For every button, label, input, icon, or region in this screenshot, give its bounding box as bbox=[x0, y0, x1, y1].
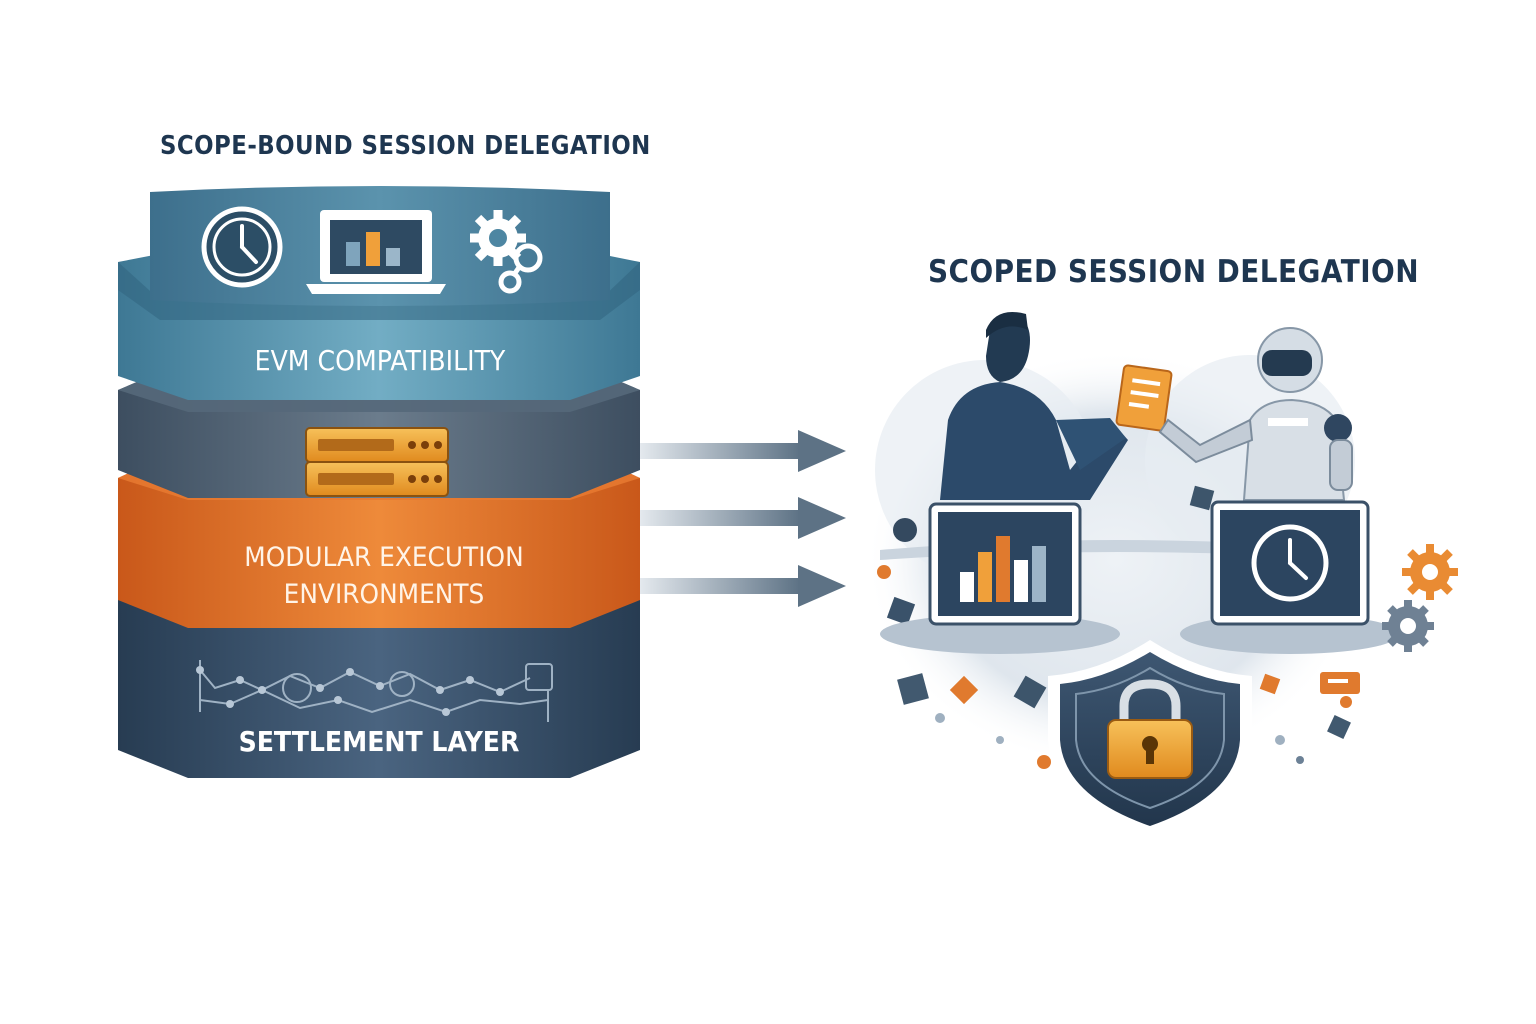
arrows bbox=[640, 430, 846, 607]
chart-monitor-icon bbox=[880, 502, 1120, 654]
top-panel bbox=[150, 186, 610, 306]
clock-monitor-icon bbox=[1180, 500, 1400, 654]
token-card-icon bbox=[1115, 364, 1173, 432]
arrow-1 bbox=[640, 430, 846, 472]
delegation-title: SCOPED SESSION DELEGATION bbox=[928, 254, 1420, 290]
arrow-2 bbox=[640, 497, 846, 539]
stack-title: SCOPE-BOUND SESSION DELEGATION bbox=[160, 131, 651, 161]
arrow-3 bbox=[640, 565, 846, 607]
evm-label: EVM COMPATIBILITY bbox=[255, 345, 506, 378]
gray-gear-icon bbox=[1382, 600, 1434, 652]
layer-stack: SETTLEMENT LAYER MODULAR EXECUTION ENVIR… bbox=[118, 186, 640, 778]
orange-gear-icon bbox=[1402, 544, 1458, 600]
settlement-label: SETTLEMENT LAYER bbox=[239, 726, 520, 759]
robot-icon bbox=[1158, 327, 1353, 501]
shield-lock-icon bbox=[1048, 640, 1252, 838]
modular-label-line2: ENVIRONMENTS bbox=[284, 579, 485, 610]
clock-icon bbox=[201, 206, 283, 288]
server-icon bbox=[305, 427, 449, 497]
modular-label-line1: MODULAR EXECUTION bbox=[244, 542, 523, 573]
person-icon bbox=[940, 312, 1128, 500]
delegation-illustration bbox=[865, 312, 1458, 838]
laptop-chart-icon bbox=[306, 210, 446, 294]
particles bbox=[877, 485, 1360, 769]
gears-icon bbox=[470, 210, 543, 294]
